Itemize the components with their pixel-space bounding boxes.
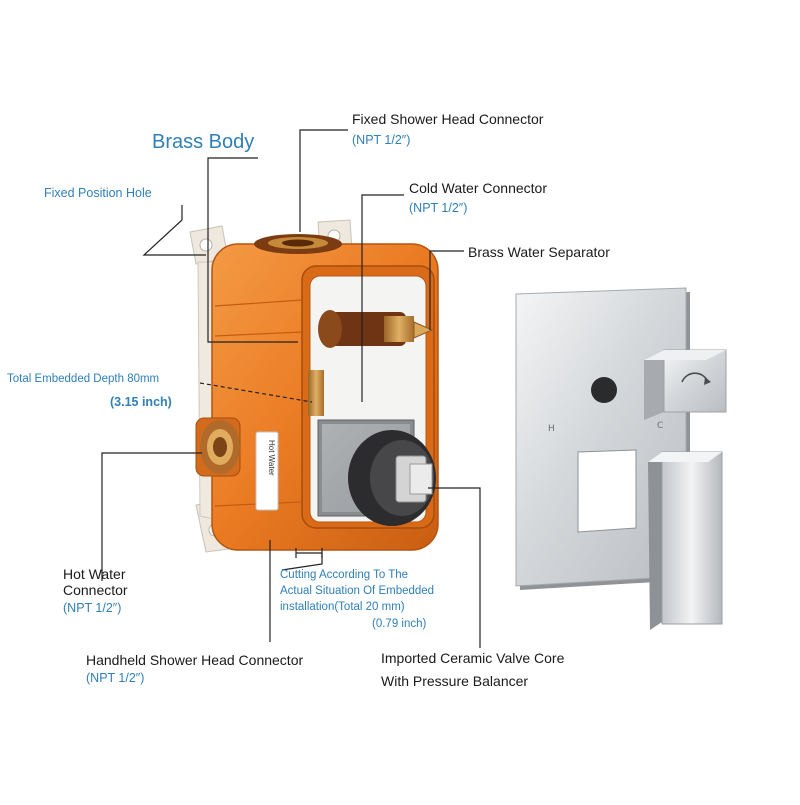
cold-water-spec: (NPT 1/2″) bbox=[409, 201, 468, 215]
valve-core-line1: Imported Ceramic Valve Core bbox=[381, 650, 565, 666]
brass-water-separator bbox=[318, 310, 434, 348]
brass-water-separator-label: Brass Water Separator bbox=[468, 244, 610, 260]
diverter-knob bbox=[644, 349, 727, 420]
fixed-shower-head-title: Fixed Shower Head Connector bbox=[352, 111, 544, 127]
sticker-text: Hot Water bbox=[267, 440, 276, 476]
handheld-shower-head-spec: (NPT 1/2″) bbox=[86, 671, 145, 685]
hot-water-port bbox=[195, 417, 241, 477]
handheld-shower-head-title: Handheld Shower Head Connector bbox=[86, 652, 304, 668]
cutting-line2: Actual Situation Of Embedded bbox=[280, 585, 435, 597]
cutting-line4: (0.79 inch) bbox=[372, 618, 427, 630]
hot-water-sticker bbox=[255, 431, 279, 511]
fixed-position-hole-label: Fixed Position Hole bbox=[44, 186, 152, 200]
cutting-line1: Cutting According To The bbox=[280, 569, 409, 581]
cold-water-title: Cold Water Connector bbox=[409, 180, 547, 196]
fixed-shower-head-spec: (NPT 1/2″) bbox=[352, 133, 411, 147]
trim-hot-mark: H bbox=[548, 424, 555, 434]
embedded-depth-inch: (3.15 inch) bbox=[110, 395, 172, 409]
brass-pipe bbox=[308, 370, 324, 416]
fixed-shower-head-port bbox=[254, 234, 342, 254]
hot-water-line2: Connector bbox=[63, 582, 128, 598]
hot-water-spec: (NPT 1/2″) bbox=[63, 601, 122, 615]
lever-handle bbox=[648, 451, 723, 630]
embedded-depth-title: Total Embedded Depth 80mm bbox=[7, 373, 160, 385]
cutting-line3: installation(Total 20 mm) bbox=[280, 601, 405, 613]
brass-body-label: Brass Body bbox=[152, 131, 255, 153]
valve-core-line2: With Pressure Balancer bbox=[381, 673, 529, 689]
ceramic-valve-core bbox=[317, 419, 436, 526]
leader-lines bbox=[101, 129, 481, 648]
hot-water-line1: Hot Water bbox=[63, 566, 126, 582]
trim-cold-mark: C bbox=[657, 421, 664, 431]
